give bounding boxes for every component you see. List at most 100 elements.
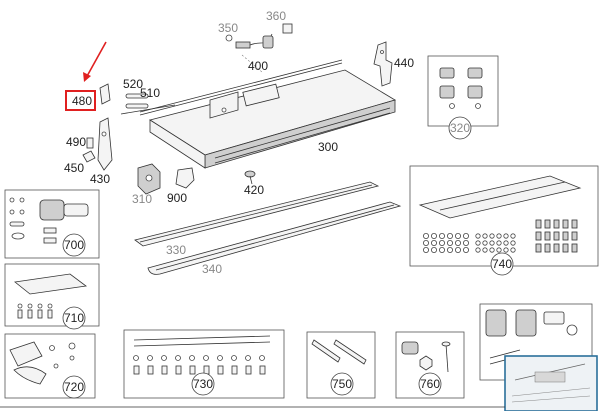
label-circle-320 xyxy=(448,116,472,140)
washer xyxy=(475,240,481,246)
rods-520-510 xyxy=(120,93,176,115)
bolt xyxy=(571,243,578,253)
washer xyxy=(462,239,469,246)
part-330-rail xyxy=(134,181,380,247)
label-circle-700 xyxy=(62,233,86,257)
washer xyxy=(503,240,509,246)
washer xyxy=(231,355,237,361)
washer xyxy=(496,240,502,246)
bolt xyxy=(544,243,551,253)
bolt xyxy=(217,365,224,375)
washer xyxy=(217,355,223,361)
label-730: 730 xyxy=(193,377,213,391)
label-circle-730 xyxy=(191,372,215,396)
kit-box-700 xyxy=(4,189,100,259)
label-740: 740 xyxy=(492,257,512,271)
bolt xyxy=(161,365,168,375)
washer xyxy=(462,246,469,253)
kit-box-320 xyxy=(427,55,499,127)
label-320: 320 xyxy=(450,121,470,135)
washer xyxy=(489,247,495,253)
kit-box-760 xyxy=(395,331,465,399)
label-510: 510 xyxy=(140,86,160,100)
bolt xyxy=(189,365,196,375)
label-430: 430 xyxy=(90,172,110,186)
part-490-450 xyxy=(82,137,96,163)
washer xyxy=(489,240,495,246)
bolt xyxy=(553,231,560,241)
label-700: 700 xyxy=(64,238,84,252)
kit-box-730 xyxy=(123,329,285,399)
part-480 xyxy=(99,83,111,105)
label-circle-710 xyxy=(62,306,86,330)
part-420 xyxy=(244,170,256,185)
washer xyxy=(454,246,461,253)
washer xyxy=(496,247,502,253)
washer xyxy=(462,232,469,239)
kit-710-parts xyxy=(14,273,88,319)
bolt xyxy=(535,243,542,253)
kit-700-parts xyxy=(9,197,89,244)
washer xyxy=(430,232,437,239)
kit-box-750 xyxy=(306,331,376,399)
washer xyxy=(175,355,181,361)
label-340: 340 xyxy=(202,262,222,276)
washer xyxy=(133,355,139,361)
washer xyxy=(503,247,509,253)
washer xyxy=(430,246,437,253)
label-900: 900 xyxy=(167,191,187,205)
label-circle-750 xyxy=(330,372,354,396)
bolt xyxy=(553,243,560,253)
washer xyxy=(422,246,429,253)
label-710: 710 xyxy=(64,311,84,325)
bolt xyxy=(553,219,560,229)
washer xyxy=(438,239,445,246)
highlight-box xyxy=(65,90,96,111)
label-circle-740 xyxy=(490,252,514,276)
part-400 xyxy=(139,54,343,116)
washer xyxy=(446,246,453,253)
part-430 xyxy=(97,117,113,171)
label-440: 440 xyxy=(394,56,414,70)
bolt xyxy=(562,219,569,229)
washer xyxy=(510,247,516,253)
part-350 xyxy=(225,33,274,49)
bolt xyxy=(259,365,266,375)
bolt xyxy=(133,365,140,375)
kit-box-710 xyxy=(4,263,100,327)
label-300: 300 xyxy=(318,140,338,154)
washer xyxy=(422,232,429,239)
bolt xyxy=(175,365,182,375)
kit-760-parts xyxy=(401,341,451,373)
bolt xyxy=(562,243,569,253)
label-400: 400 xyxy=(248,59,268,73)
label-760: 760 xyxy=(420,377,440,391)
kit-740-parts xyxy=(418,175,582,253)
label-circle-760 xyxy=(418,372,442,396)
part-310 xyxy=(137,163,161,195)
washer xyxy=(482,233,488,239)
thumbnail-preview[interactable] xyxy=(504,355,598,412)
bolt xyxy=(571,231,578,241)
washer xyxy=(454,239,461,246)
label-750: 750 xyxy=(332,377,352,391)
bolt xyxy=(535,219,542,229)
washer xyxy=(482,240,488,246)
kit-750-parts xyxy=(311,339,367,365)
label-720: 720 xyxy=(64,380,84,394)
washer xyxy=(454,232,461,239)
label-420: 420 xyxy=(244,183,264,197)
highlight-arrow xyxy=(83,41,107,82)
washer xyxy=(438,246,445,253)
label-360: 360 xyxy=(266,9,286,23)
washer xyxy=(503,233,509,239)
part-900 xyxy=(175,167,195,189)
label-490: 490 xyxy=(66,135,86,149)
part-360 xyxy=(282,23,293,34)
washer xyxy=(446,239,453,246)
kit-misc-parts xyxy=(485,309,578,365)
bolt xyxy=(544,219,551,229)
washer xyxy=(475,233,481,239)
washer xyxy=(510,233,516,239)
